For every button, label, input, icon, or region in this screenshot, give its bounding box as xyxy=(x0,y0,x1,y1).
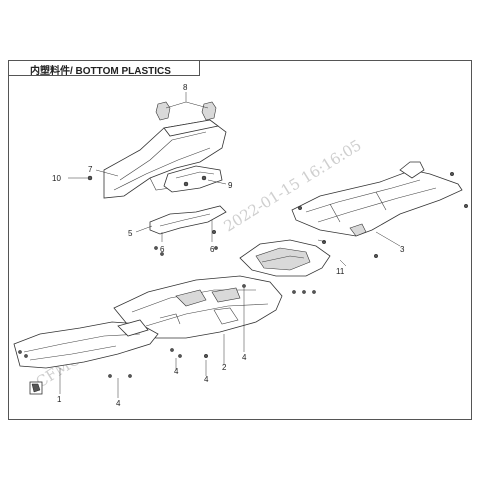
cfmoto-logo-icon xyxy=(29,381,43,395)
part-11-panel xyxy=(239,239,331,277)
part-7-tunnel-cover xyxy=(103,119,227,199)
diagram-frame xyxy=(8,60,472,420)
part-3-rear-skid-plate xyxy=(291,161,463,237)
part-5-bracket xyxy=(149,205,227,235)
part-2-center-skid-plate xyxy=(113,275,283,339)
callout-4c: 4 xyxy=(204,375,209,384)
callout-3: 3 xyxy=(400,245,405,254)
leader-lines xyxy=(59,92,401,398)
callout-11: 11 xyxy=(336,267,345,276)
callout-4a: 4 xyxy=(116,399,121,408)
part-8-clips xyxy=(155,101,217,121)
callout-9: 9 xyxy=(228,181,233,190)
callout-7: 7 xyxy=(88,165,93,174)
callout-1: 1 xyxy=(57,395,62,404)
part-1-front-skid-plate xyxy=(13,319,159,369)
callout-2: 2 xyxy=(222,363,227,372)
diagram-title: 内塑料件/ BOTTOM PLASTICS xyxy=(30,66,171,77)
part-9-bracket xyxy=(163,165,223,193)
callout-5: 5 xyxy=(128,229,133,238)
callout-6a: 6 xyxy=(160,245,165,254)
callout-6b: 6 xyxy=(210,245,215,254)
callout-10: 10 xyxy=(52,174,61,183)
fasteners xyxy=(87,171,469,378)
callout-4d: 4 xyxy=(242,353,247,362)
title-box xyxy=(8,60,200,76)
callout-8: 8 xyxy=(183,83,188,92)
callout-labels: 1 2 3 4 4 4 4 5 6 6 7 8 9 10 11 xyxy=(52,83,405,408)
callout-4b: 4 xyxy=(174,367,179,376)
